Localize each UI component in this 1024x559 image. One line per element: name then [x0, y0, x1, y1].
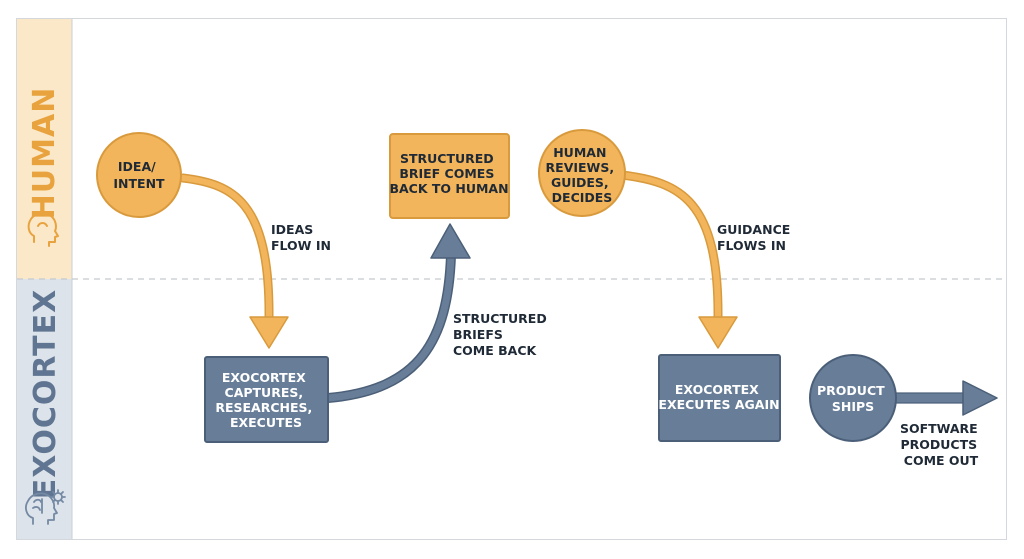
idea-node: IDEA/ INTENT [96, 132, 182, 218]
execute-node: EXOCORTEX EXECUTES AGAIN [658, 354, 781, 442]
software-flow-arrow-shaft [894, 392, 966, 404]
software-flow-arrowhead [962, 380, 998, 416]
capture-node: EXOCORTEX CAPTURES, RESEARCHES, EXECUTES [204, 356, 329, 443]
brief-node-label: STRUCTURED BRIEF COMES BACK TO HUMAN [389, 151, 508, 196]
guidance-flow-label: GUIDANCE FLOWS IN [717, 222, 795, 253]
capture-node-label: EXOCORTEX CAPTURES, RESEARCHES, EXECUTES [215, 370, 316, 430]
brief-node: STRUCTURED BRIEF COMES BACK TO HUMAN [389, 133, 510, 219]
briefs-flow-arrowhead [430, 223, 471, 259]
guidance-flow-arrowhead [698, 316, 738, 349]
briefs-flow-label: STRUCTURED BRIEFS COME BACK [453, 311, 551, 358]
ships-node: PRODUCT SHIPS [809, 354, 897, 442]
exocortex-lane-band [17, 279, 72, 539]
software-flow-label: SOFTWARE PRODUCTS COME OUT [900, 421, 982, 468]
human-lane-label: HUMAN [27, 87, 62, 220]
execute-node-label: EXOCORTEX EXECUTES AGAIN [658, 382, 779, 412]
human-head-icon [27, 212, 59, 247]
ideas-flow-label: IDEAS FLOW IN [271, 222, 331, 253]
review-node-label: HUMAN REVIEWS, GUIDES, DECIDES [546, 145, 619, 205]
ships-node-label: PRODUCT SHIPS [817, 383, 889, 414]
brain-gear-icon [25, 489, 66, 525]
human-lane-band [17, 19, 72, 279]
briefs-flow-arrow-shaft [324, 251, 455, 402]
ideas-flow-arrow-shaft [180, 175, 273, 321]
guidance-flow-arrow-shaft [619, 172, 722, 321]
diagram-frame [16, 18, 1007, 540]
ideas-flow-arrowhead [249, 316, 289, 349]
idea-node-label: IDEA/ INTENT [113, 159, 165, 191]
exocortex-lane-label: EXOCORTEX [28, 289, 63, 499]
review-node: HUMAN REVIEWS, GUIDES, DECIDES [538, 129, 626, 217]
